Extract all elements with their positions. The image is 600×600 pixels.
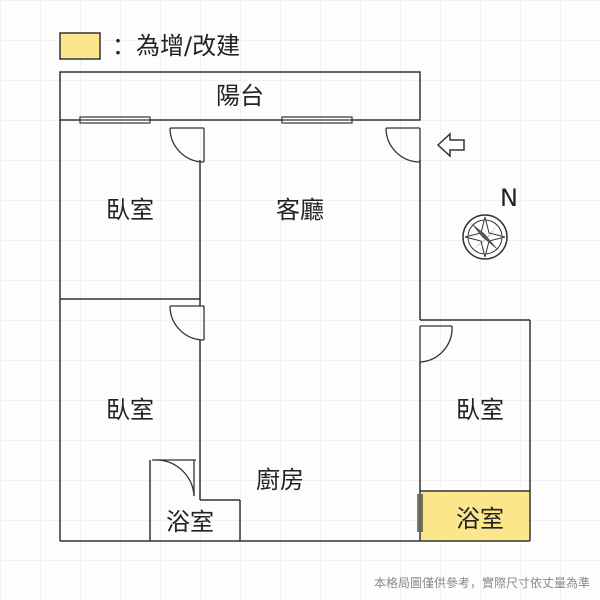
entrance-arrow-icon	[436, 132, 465, 158]
room-label-bathroom-right: 浴室	[456, 505, 504, 533]
legend-text: ：為增/改建	[112, 32, 240, 60]
addition-area	[420, 491, 530, 541]
room-label-balcony: 陽台	[216, 82, 264, 110]
compass-rose-icon	[462, 214, 508, 260]
room-label-bedroom-top-left: 臥室	[106, 196, 154, 224]
room-label-living-room: 客廳	[276, 196, 324, 224]
room-label-bathroom-left: 浴室	[166, 508, 214, 536]
windows	[79, 116, 353, 124]
room-label-bedroom-right: 臥室	[456, 396, 504, 424]
walls	[59, 71, 531, 542]
room-label-kitchen: 廚房	[256, 466, 304, 494]
legend-swatch	[59, 32, 101, 60]
doors	[152, 127, 453, 532]
disclaimer-text: 本格局圖僅供參考，實際尺寸依丈量為準	[374, 575, 590, 590]
room-label-bedroom-bottom-left: 臥室	[106, 396, 154, 424]
compass-north-label: N	[500, 184, 518, 212]
